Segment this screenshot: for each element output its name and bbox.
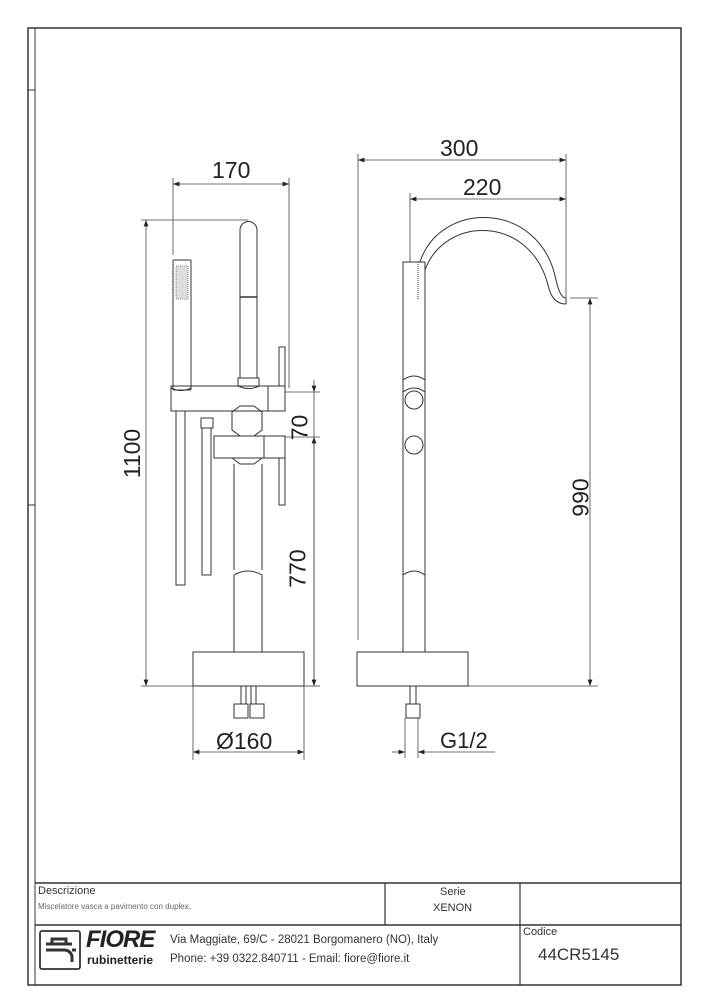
base-plate [192, 651, 305, 687]
brand-sub: rubinetterie [87, 953, 154, 967]
hose-1 [175, 410, 186, 586]
dim-1100: 1100 [119, 428, 146, 479]
code-label: Codice [523, 926, 558, 938]
dim-g12: G1/2 [440, 728, 488, 753]
shower-spray-pattern [175, 265, 189, 300]
title-block-lines [35, 882, 681, 985]
dim-170: 170 [212, 157, 251, 183]
dim-770: 770 [284, 549, 311, 588]
description-label: Descrizione [38, 885, 96, 897]
side-view [356, 154, 598, 758]
fiore-logo [39, 930, 81, 970]
brand-name: FIORE [86, 926, 155, 953]
series-value: XENON [433, 902, 473, 914]
curved-spout [419, 217, 567, 305]
dim-70: 70 [286, 414, 313, 441]
spout-tube [239, 221, 258, 378]
sheet-frame [27, 27, 682, 986]
base-plate-side [356, 651, 469, 687]
hose-2 [201, 427, 212, 576]
upper-lever [278, 346, 286, 387]
diverter-body [213, 435, 265, 459]
dim-300: 300 [440, 135, 479, 161]
series-label: Serie [440, 886, 466, 898]
company-contact: Phone: +39 0322.840711 - Email: fiore@fi… [170, 953, 410, 965]
company-address: Via Maggiate, 69/C - 28021 Borgomanero (… [170, 934, 439, 946]
description-value: Miscelatore vasca a pavimento con duplex… [38, 902, 191, 911]
dim-990: 990 [567, 478, 594, 517]
front-view [141, 178, 320, 760]
dim-220: 220 [463, 174, 502, 200]
code-value: 44CR5145 [538, 945, 620, 964]
column [402, 261, 426, 653]
dim-diameter-160: Ø160 [216, 728, 273, 754]
lower-lever [278, 457, 286, 506]
